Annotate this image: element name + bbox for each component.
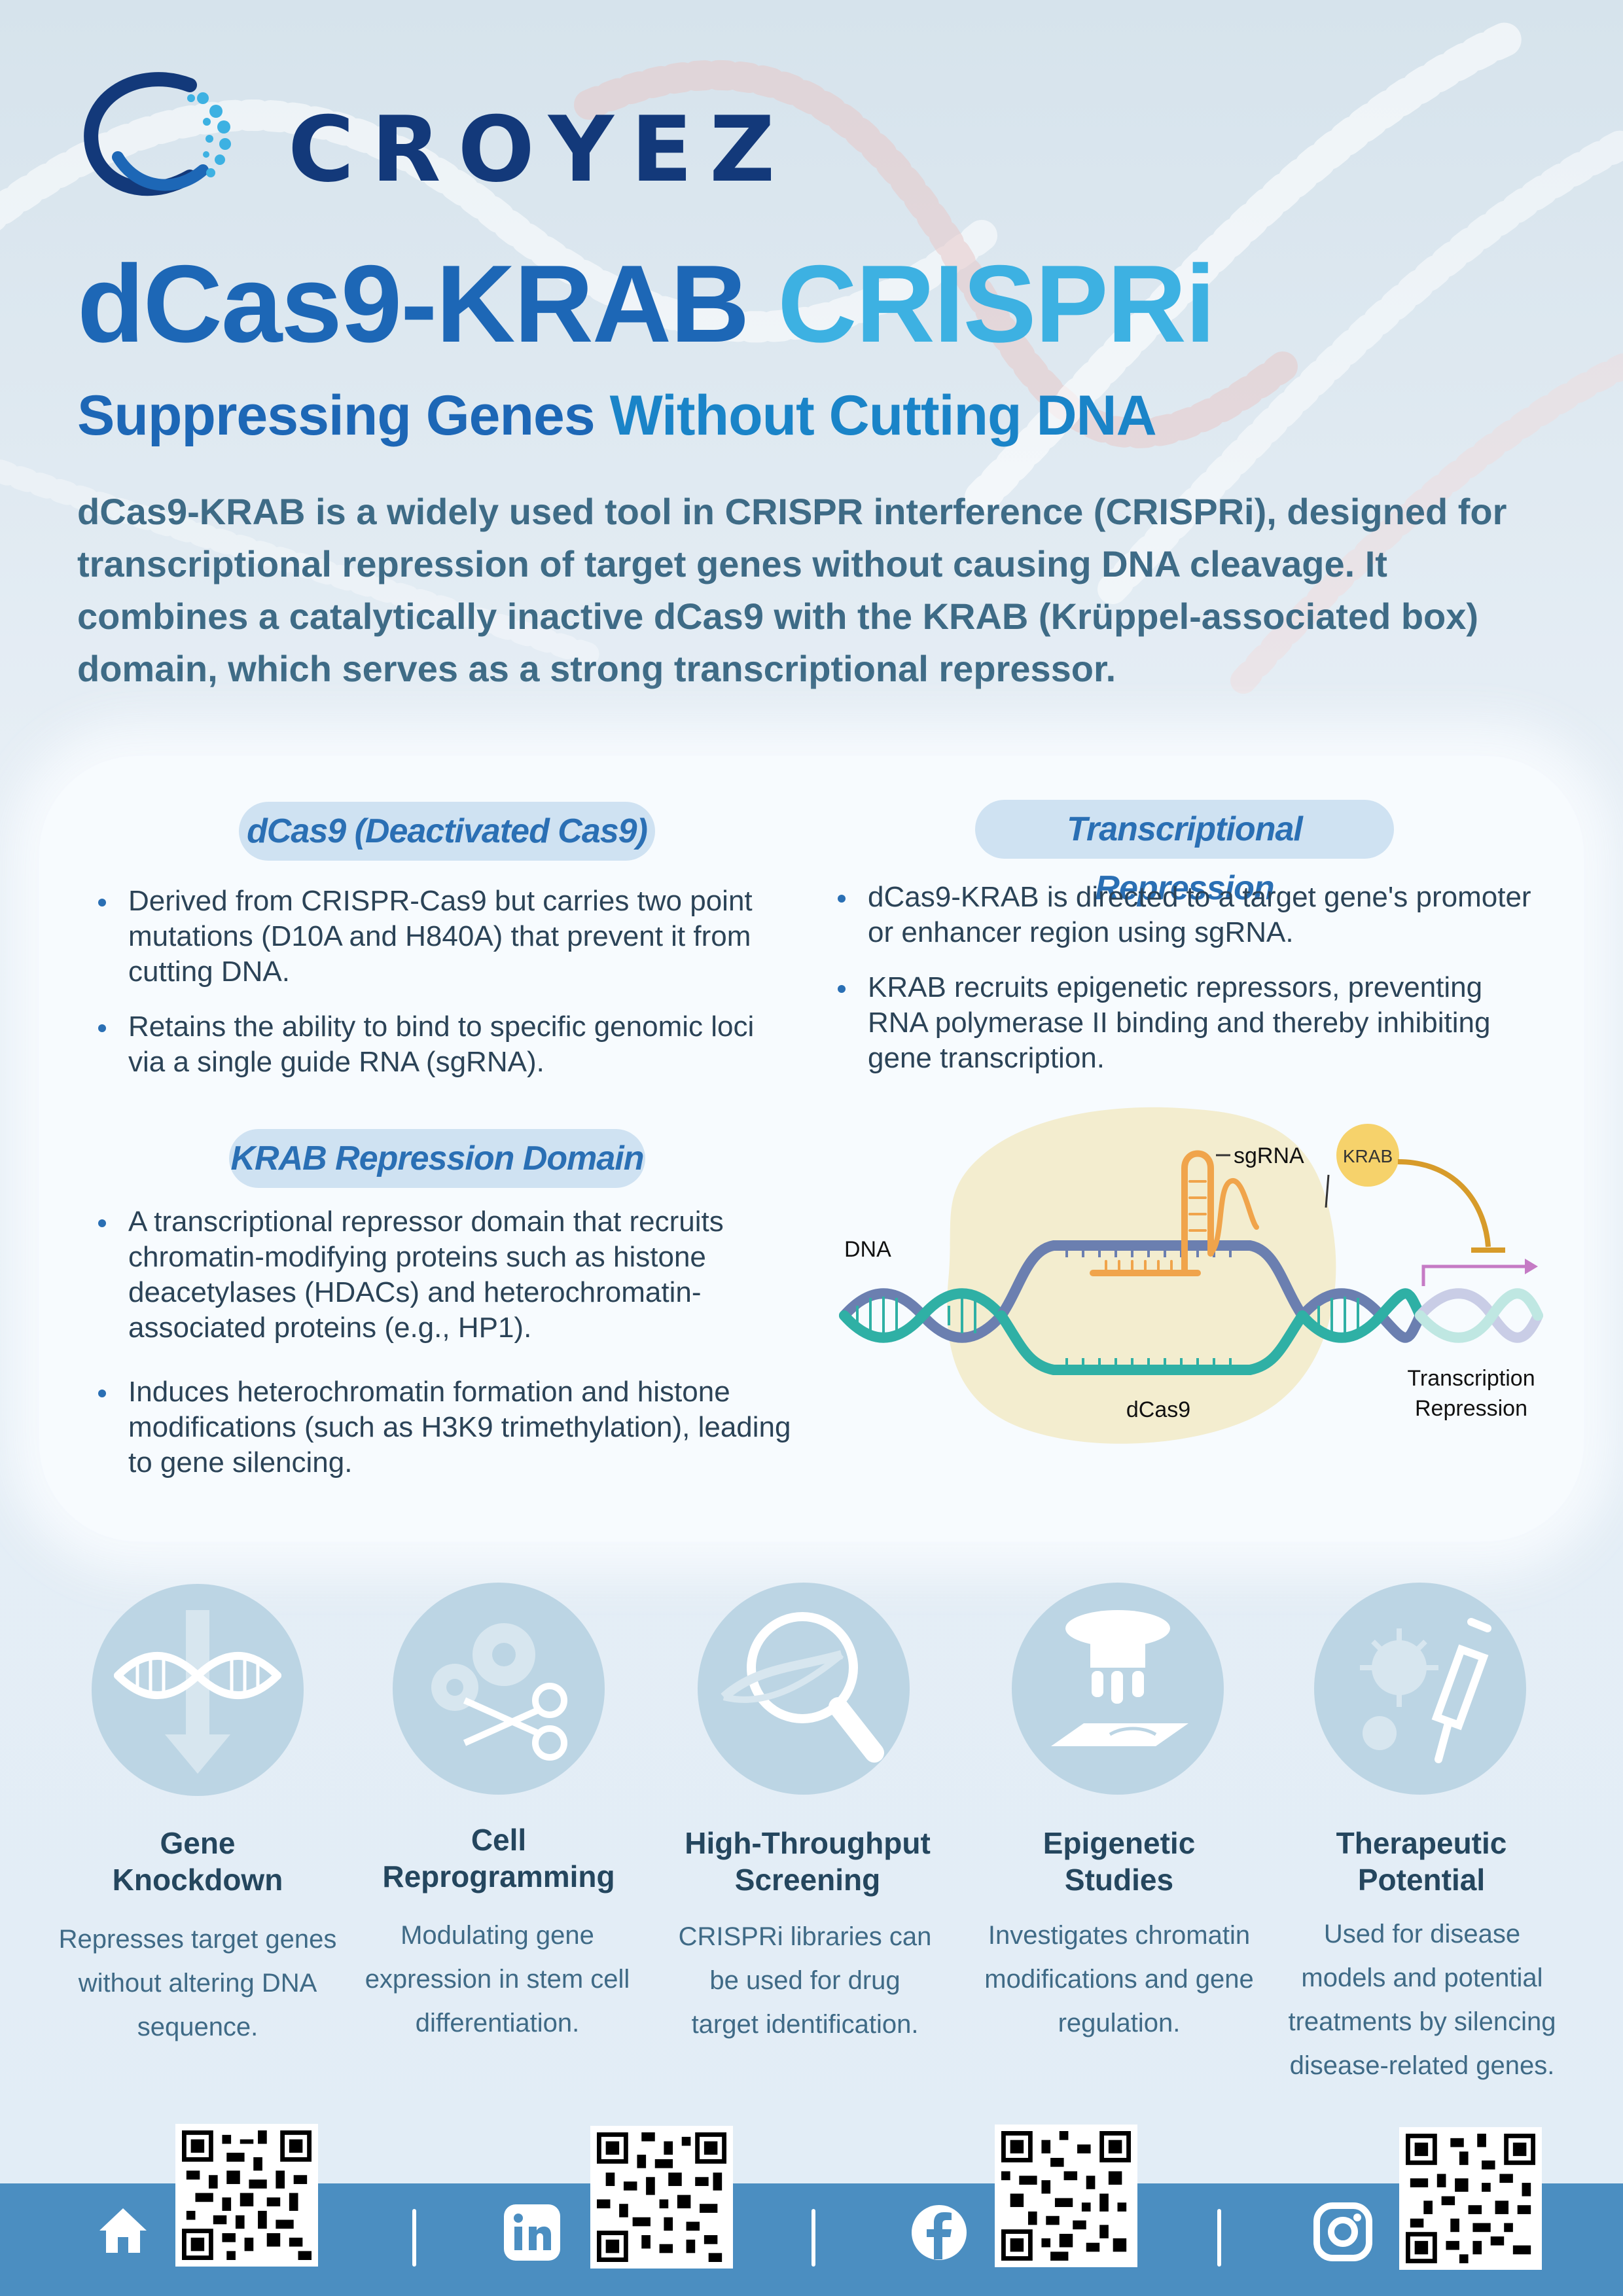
dna-top-strand [996,1240,1308,1321]
repression-bullets: dCas9-KRAB is directed to a target gene'… [818,880,1544,1096]
footer-divider [412,2209,416,2267]
linkedin-icon[interactable] [504,2204,560,2261]
app-title-line1: High-Throughput [685,1826,931,1860]
repression-heading: Transcriptional Repression [975,800,1394,907]
krab-bullet-1: A transcriptional repressor domain that … [79,1204,812,1346]
app-desc-gene-knockdown: Represses target genes without altering … [54,1918,342,2049]
gears-scissors-icon [393,1583,605,1795]
qr-code-linkedin[interactable] [597,2132,726,2262]
bottom-strand-ticks [1065,1358,1232,1370]
dna-arrow-icon [92,1584,304,1796]
app-title-line2: Knockdown [112,1863,283,1897]
app-title-cell-reprogramming: Cell Reprogramming [361,1821,636,1895]
desc-line: target identification. [691,2010,919,2039]
dna-right-helix [1297,1288,1543,1343]
repression-bullet-1: dCas9-KRAB is directed to a target gene'… [818,880,1544,950]
krab-heading: KRAB Repression Domain [229,1129,645,1188]
app-title-screening: High-Throughput Screening [670,1825,945,1898]
repression-bullet-2: KRAB recruits epigenetic repressors, pre… [818,970,1544,1076]
dcas9-bullet-1: Derived from CRISPR-Cas9 but carries two… [79,884,792,990]
sgrna-strand [1090,1150,1259,1276]
page-title: dCas9-KRAB CRISPRi [77,249,1216,359]
dna-right-rungs [1317,1297,1359,1335]
page-subtitle: Suppressing Genes Without Cutting DNA [77,384,1157,447]
krab-circle [1336,1124,1399,1187]
krab-label: KRAB [1343,1146,1393,1166]
intro-paragraph: dCas9-KRAB is a widely used tool in CRIS… [77,491,1507,689]
title-part1: dCas9-KRAB [77,242,749,365]
desc-line: Modulating gene [401,1921,594,1950]
app-title-line1: Gene [160,1826,236,1860]
desc-line: disease-related genes. [1289,2051,1555,2080]
brand-name: CROYEZ [288,97,793,202]
microscope-icon [1012,1583,1224,1795]
app-desc-therapeutic: Used for disease models and potential tr… [1278,1912,1566,2088]
footer-divider [1217,2209,1221,2267]
app-title-line2: Studies [1064,1863,1174,1897]
transcription-arrowhead [1525,1259,1538,1274]
brand-logo [79,59,798,209]
app-title-gene-knockdown: Gene Knockdown [60,1825,335,1898]
desc-line: be used for drug [709,1966,901,1995]
croyez-logo-icon [84,72,231,196]
dna-label: DNA [844,1237,891,1262]
dcas9-bullets: Derived from CRISPR-Cas9 but carries two… [79,884,792,1100]
title-part2: CRISPRi [777,242,1215,365]
subtitle-part1: Suppressing Genes [77,384,596,447]
desc-line: regulation. [1058,2009,1181,2037]
desc-line: CRISPRi libraries can [678,1922,932,1951]
qr-code-home[interactable] [182,2130,312,2260]
subtitle-part2: Without Cutting DNA [609,384,1157,447]
qr-code-instagram[interactable] [1406,2134,1535,2263]
app-title-line1: Cell [471,1823,527,1857]
app-title-line2: Reprogramming [382,1859,615,1893]
app-desc-epigenetic: Investigates chromatin modifications and… [975,1914,1263,2045]
app-title-line1: Therapeutic [1336,1826,1507,1860]
result-label-2: Repression [1415,1396,1527,1421]
home-icon[interactable] [97,2204,149,2257]
magnifier-dna-icon [698,1583,910,1795]
dna-left-helix [839,1288,1007,1343]
sgrna-label: sgRNA [1234,1143,1304,1168]
desc-line: treatments by silencing [1288,2007,1556,2036]
repression-arrow [1397,1159,1491,1247]
qr-code-facebook[interactable] [1001,2131,1131,2261]
desc-line: expression in stem cell [365,1965,630,1994]
dcas9-heading: dCas9 (Deactivated Cas9) [239,802,655,861]
dna-bottom-strand [996,1310,1308,1375]
instagram-icon[interactable] [1313,2202,1373,2262]
mechanism-diagram: DNA sgRNA KRAB dCas9 Transcription Repre… [839,1107,1543,1444]
krab-link [1325,1174,1330,1208]
footer-divider [812,2209,815,2267]
virus-syringe-icon [1314,1583,1526,1795]
desc-line: sequence. [137,2013,259,2041]
transcription-arrow [1421,1265,1525,1286]
app-title-line2: Potential [1357,1863,1486,1897]
app-title-line2: Screening [734,1863,881,1897]
facebook-icon[interactable] [910,2203,969,2262]
app-title-therapeutic: Therapeutic Potential [1284,1825,1559,1898]
dna-left-rungs [856,1297,976,1335]
desc-line: modifications and gene [984,1965,1254,1994]
desc-line: Used for disease [1323,1920,1521,1948]
desc-line: Investigates chromatin [988,1921,1251,1950]
krab-bullets: A transcriptional repressor domain that … [79,1204,812,1500]
app-title-epigenetic: Epigenetic Studies [982,1825,1257,1898]
result-label-1: Transcription [1407,1366,1535,1391]
app-title-line1: Epigenetic [1043,1826,1196,1860]
desc-line: Represses target genes [58,1925,337,1954]
dcas9-label: dCas9 [1126,1397,1190,1422]
dcas9-bullet-2: Retains the ability to bind to specific … [79,1009,792,1080]
app-desc-screening: CRISPRi libraries can be used for drug t… [661,1915,949,2047]
krab-bullet-2: Induces heterochromatin formation and hi… [79,1374,812,1480]
desc-line: without altering DNA [78,1969,317,1998]
desc-line: models and potential [1301,1964,1543,1992]
desc-line: differentiation. [415,2009,580,2037]
app-desc-cell-reprogramming: Modulating gene expression in stem cell … [353,1914,641,2045]
